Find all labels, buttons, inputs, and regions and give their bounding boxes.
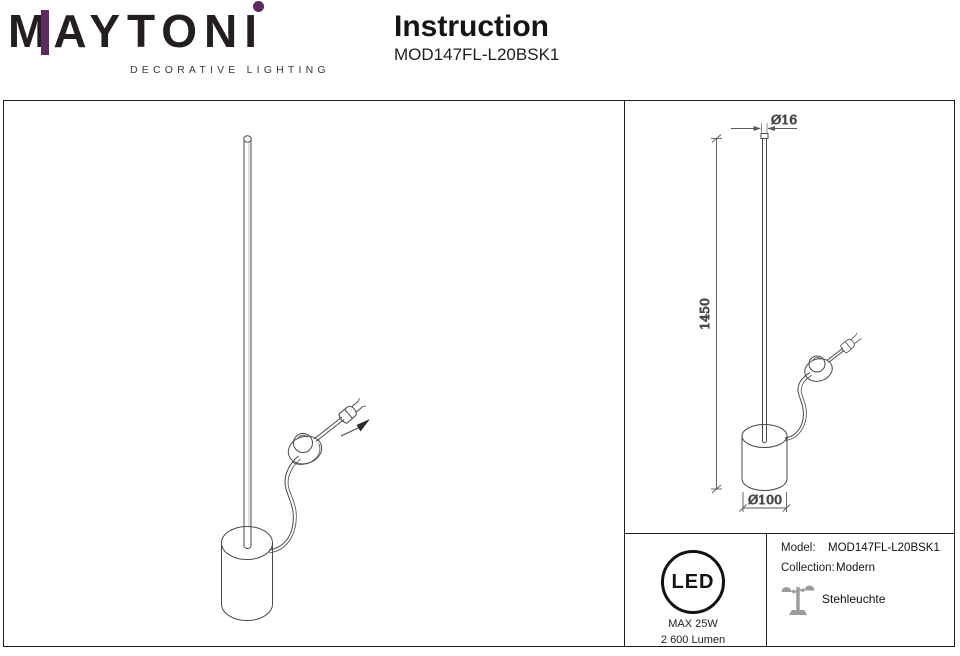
dim-label-base-diameter: Ø100 xyxy=(748,492,782,507)
max-power: MAX 25W xyxy=(668,618,718,630)
foot-switch xyxy=(287,435,323,465)
page-title: Instruction xyxy=(394,10,549,43)
brand-name: MAYTONI xyxy=(8,5,265,57)
collection-value: Modern xyxy=(836,562,875,574)
dimension-height xyxy=(711,134,722,494)
floor-lamp-icon xyxy=(779,582,817,618)
luminous-flux: 2 600 Lumen xyxy=(660,634,726,646)
title-block: Instruction MOD147FL-L20BSK1 xyxy=(394,10,559,65)
lamp-base xyxy=(221,526,273,560)
specbox-divider xyxy=(766,533,767,647)
panel-divider xyxy=(624,100,625,647)
brand-tagline: DECORATIVE LIGHTING xyxy=(130,64,330,76)
dim-label-height: 1450 xyxy=(697,298,712,330)
led-icon: LED xyxy=(671,570,715,593)
model-label: Model: xyxy=(781,542,816,554)
rod-top-cap xyxy=(243,135,252,143)
lamp-dimension-drawing: Ø16 1450 xyxy=(625,100,955,533)
specbox-top-border xyxy=(624,533,955,534)
brand-accent-bar xyxy=(41,10,49,55)
direction-arrow xyxy=(340,427,360,437)
collection-label: Collection: xyxy=(781,562,835,574)
dim-label-top-diameter: Ø16 xyxy=(771,112,797,127)
power-plug xyxy=(338,398,367,424)
content-frame xyxy=(3,100,955,647)
brand-accent-dot xyxy=(253,1,264,12)
dimension-base-diameter xyxy=(739,492,791,512)
dimension-top-diameter xyxy=(731,123,797,134)
type-value: Stehleuchte xyxy=(822,592,886,606)
power-cord xyxy=(268,455,299,551)
lamp-pictorial-drawing xyxy=(3,100,624,646)
led-badge: LED xyxy=(661,550,725,614)
model-value: MOD147FL-L20BSK1 xyxy=(828,542,940,554)
brand-logo: MAYTONI DECORATIVE LIGHTING xyxy=(8,1,326,88)
page-model-number: MOD147FL-L20BSK1 xyxy=(394,45,560,64)
